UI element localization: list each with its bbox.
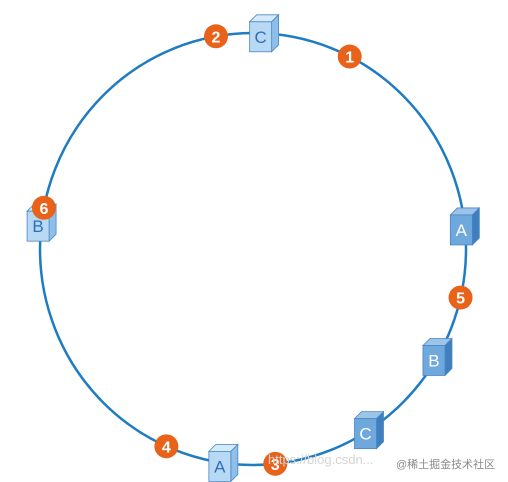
key-marker-label: 4: [162, 439, 171, 456]
server-node-label: A: [456, 221, 468, 240]
server-node: B: [421, 337, 453, 377]
key-marker-label: 1: [345, 50, 354, 67]
server-node-front-face: [449, 214, 473, 246]
nodes-layer: C A B C A B: [26, 13, 481, 482]
server-node-label: A: [214, 457, 226, 476]
server-node: C: [353, 410, 385, 450]
key-marker-circle: [204, 24, 229, 49]
key-marker-circle: [263, 451, 288, 476]
server-node-front-face: [208, 450, 232, 482]
server-node: A: [449, 206, 481, 246]
key-marker-circle: [154, 434, 179, 459]
key-marker: 2: [204, 24, 229, 49]
server-node-front-face: [422, 345, 446, 376]
server-node: C: [248, 13, 280, 53]
key-marker: 1: [337, 44, 362, 69]
server-node-side-face: [271, 13, 280, 53]
key-marker-circle: [448, 285, 473, 310]
watermark-url: https://blog.csdn...: [268, 452, 374, 467]
key-marker-label: 3: [271, 457, 280, 474]
key-marker-circle: [31, 195, 56, 220]
key-marker: 6: [31, 195, 56, 220]
server-node-side-face: [376, 410, 384, 450]
server-node-label: C: [255, 28, 267, 47]
server-node-label: B: [32, 217, 43, 236]
server-node-side-face: [230, 443, 239, 482]
key-marker-label: 5: [456, 291, 465, 308]
key-marker: 5: [448, 285, 473, 310]
server-node-front-face: [354, 418, 377, 450]
key-marker: 3: [263, 451, 288, 476]
key-marker-circle: [337, 44, 362, 69]
server-node-side-face: [471, 206, 480, 246]
server-node-label: C: [359, 425, 371, 444]
server-node-front-face: [249, 21, 273, 53]
key-marker-label: 6: [39, 201, 48, 218]
key-marker-label: 2: [212, 29, 221, 46]
key-marker: 4: [154, 434, 179, 459]
server-node: A: [207, 443, 239, 482]
markers-layer: 1 2 3 4 5 6: [31, 24, 473, 476]
server-node-side-face: [444, 337, 453, 377]
watermark-brand: @稀土掘金技术社区: [396, 459, 496, 471]
hash-ring: [38, 31, 468, 467]
server-node-label: B: [428, 352, 439, 371]
